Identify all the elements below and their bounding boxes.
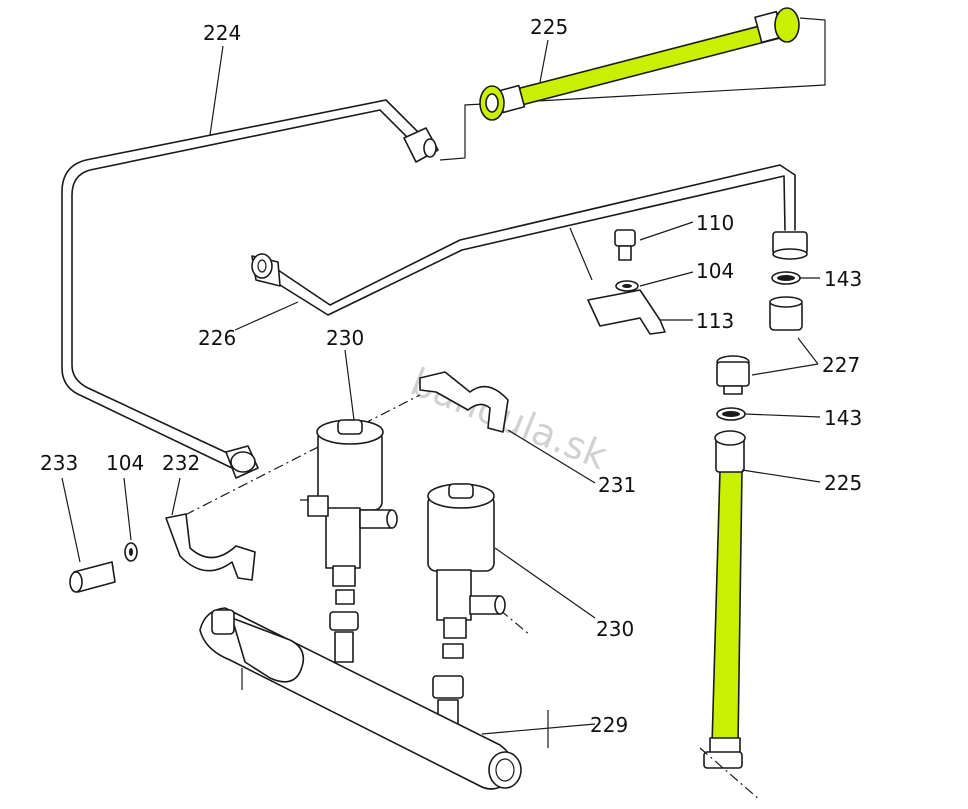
- leader-110: [639, 221, 694, 241]
- leader-230-right: [494, 547, 596, 619]
- hose-225-frame: [439, 17, 826, 161]
- label-226: 226: [198, 326, 236, 350]
- label-143-top: 143: [824, 267, 862, 291]
- leader-231: [507, 429, 596, 484]
- hose-225-vertical: [703, 430, 746, 769]
- bolt-233: [69, 561, 116, 593]
- pipe-226-nut-left: [251, 253, 281, 287]
- label-224: 224: [203, 21, 241, 45]
- pipe-224: [61, 99, 439, 479]
- axis-left: [184, 394, 421, 516]
- pipe-226: [251, 164, 808, 316]
- axis-hose-bottom: [699, 747, 761, 801]
- label-104-left: 104: [106, 451, 144, 475]
- leader-143-mid: [744, 413, 821, 418]
- label-225-right: 225: [824, 471, 862, 495]
- label-230-right: 230: [596, 617, 634, 641]
- axis-valve-right: [499, 609, 531, 636]
- leader-227: [751, 337, 819, 376]
- clamp-231: [419, 371, 509, 433]
- leader-225-right: [741, 469, 821, 483]
- manifold-229: [199, 607, 522, 790]
- label-110: 110: [696, 211, 734, 235]
- label-229: 229: [590, 713, 628, 737]
- leader-226: [234, 301, 299, 331]
- washer-104-left: [124, 542, 138, 562]
- leader-225-top: [539, 39, 549, 83]
- leader-230-top: [344, 349, 355, 421]
- adapter-227-bottom: [716, 355, 750, 395]
- leader-224: [209, 45, 224, 136]
- label-233: 233: [40, 451, 78, 475]
- label-113: 113: [696, 309, 734, 333]
- pipe-226-nut-right: [772, 231, 808, 260]
- label-231: 231: [598, 473, 636, 497]
- leader-232: [171, 477, 181, 516]
- pipe-224-nut-top: [403, 127, 439, 163]
- label-225-top: 225: [530, 15, 568, 39]
- label-104-clip: 104: [696, 259, 734, 283]
- label-232: 232: [162, 451, 200, 475]
- washer-143-mid: [716, 407, 746, 421]
- label-227: 227: [822, 353, 860, 377]
- hose-225-top: [479, 7, 800, 121]
- leader-104-left: [123, 477, 132, 541]
- leader-233: [61, 477, 81, 563]
- leader-104-clip: [639, 271, 694, 287]
- hose-225-vertical-fitting-bottom: [703, 737, 743, 769]
- clamp-232: [165, 513, 256, 581]
- hose-225-vertical-fitting-top: [714, 430, 746, 473]
- clip-113: [587, 289, 666, 335]
- leader-229: [481, 710, 596, 748]
- valve-230-right: [427, 483, 506, 727]
- hose-225-top-fitting-right: [754, 7, 800, 44]
- hose-225-top-fitting-left: [479, 84, 526, 121]
- washer-104-clip: [615, 280, 639, 292]
- label-143-mid: 143: [824, 406, 862, 430]
- label-230-top: 230: [326, 326, 364, 350]
- pipe-224-nut-bottom: [225, 445, 259, 479]
- bolt-110: [614, 229, 636, 261]
- clip-113-arrow: [569, 227, 593, 281]
- adapter-227-top: [769, 296, 803, 331]
- washer-143-top: [771, 271, 801, 285]
- valve-230-left: [307, 419, 398, 663]
